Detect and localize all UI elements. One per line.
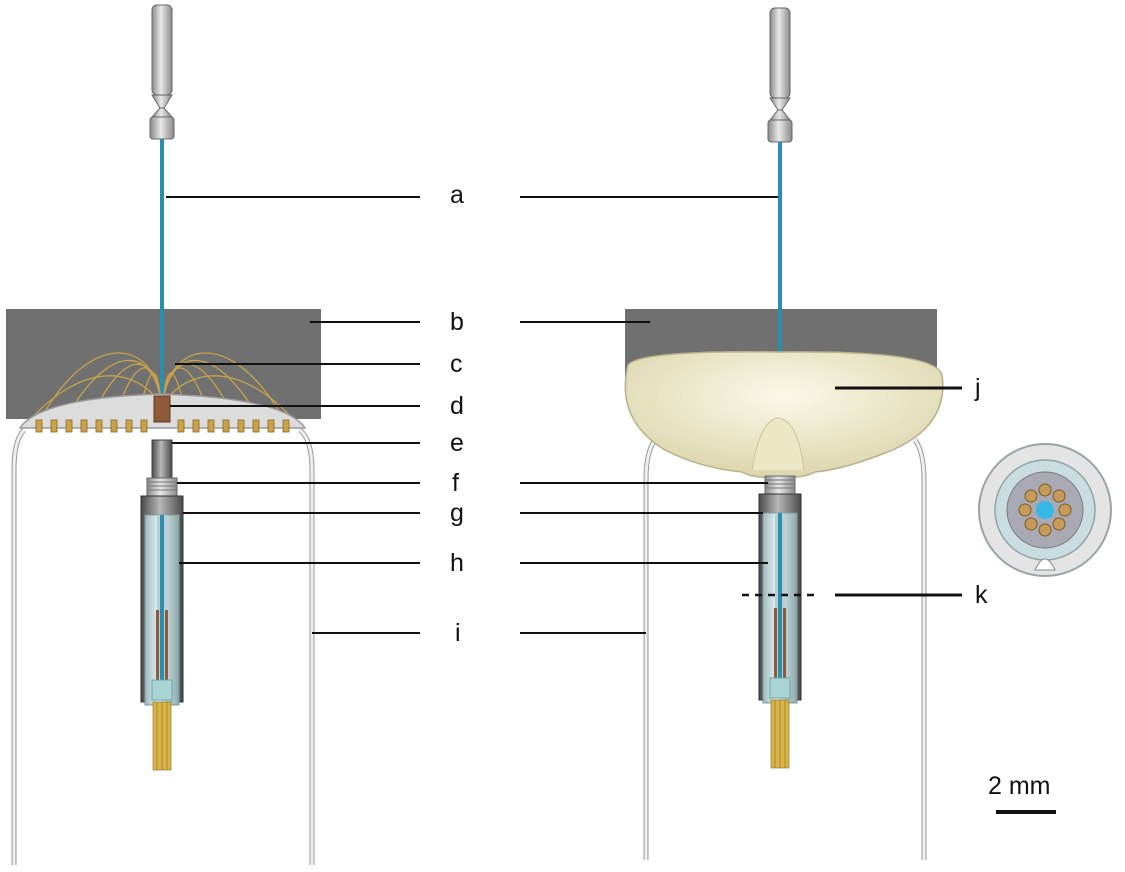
label-g: g <box>450 499 464 527</box>
label-e: e <box>450 429 464 457</box>
label-a: a <box>450 181 464 209</box>
left-wire-bundle <box>29 352 295 421</box>
right-optical-fiber <box>778 142 782 357</box>
scale-bar-label: 2 mm <box>988 772 1051 800</box>
left-steel-tube <box>151 439 173 479</box>
cross-section-tetrodes <box>1018 483 1072 537</box>
right-tetrode-tips <box>770 699 790 769</box>
scale-bar: 2 mm <box>988 772 1056 814</box>
label-j: j <box>974 374 981 402</box>
cross-section-k <box>978 443 1112 577</box>
label-b: b <box>450 308 464 336</box>
leader-lines <box>166 196 962 634</box>
label-h: h <box>450 549 464 577</box>
left-tetrode-tips <box>152 701 172 771</box>
label-i: i <box>455 619 461 647</box>
label-f: f <box>452 469 459 497</box>
right-assembly <box>624 7 944 860</box>
right-ferrule <box>767 7 793 143</box>
left-spring <box>146 477 178 497</box>
right-spring <box>764 475 796 495</box>
label-k: k <box>975 581 988 609</box>
left-assembly <box>6 4 321 865</box>
cross-section-fiber-core <box>1036 501 1054 519</box>
dental-cement-cap <box>624 351 944 479</box>
label-d: d <box>450 392 464 420</box>
left-pin-row <box>35 419 290 433</box>
label-c: c <box>450 350 463 378</box>
left-optical-fiber <box>160 139 164 399</box>
left-lead-i <box>298 428 315 865</box>
left-collar <box>153 395 171 423</box>
left-ferrule <box>149 4 175 140</box>
